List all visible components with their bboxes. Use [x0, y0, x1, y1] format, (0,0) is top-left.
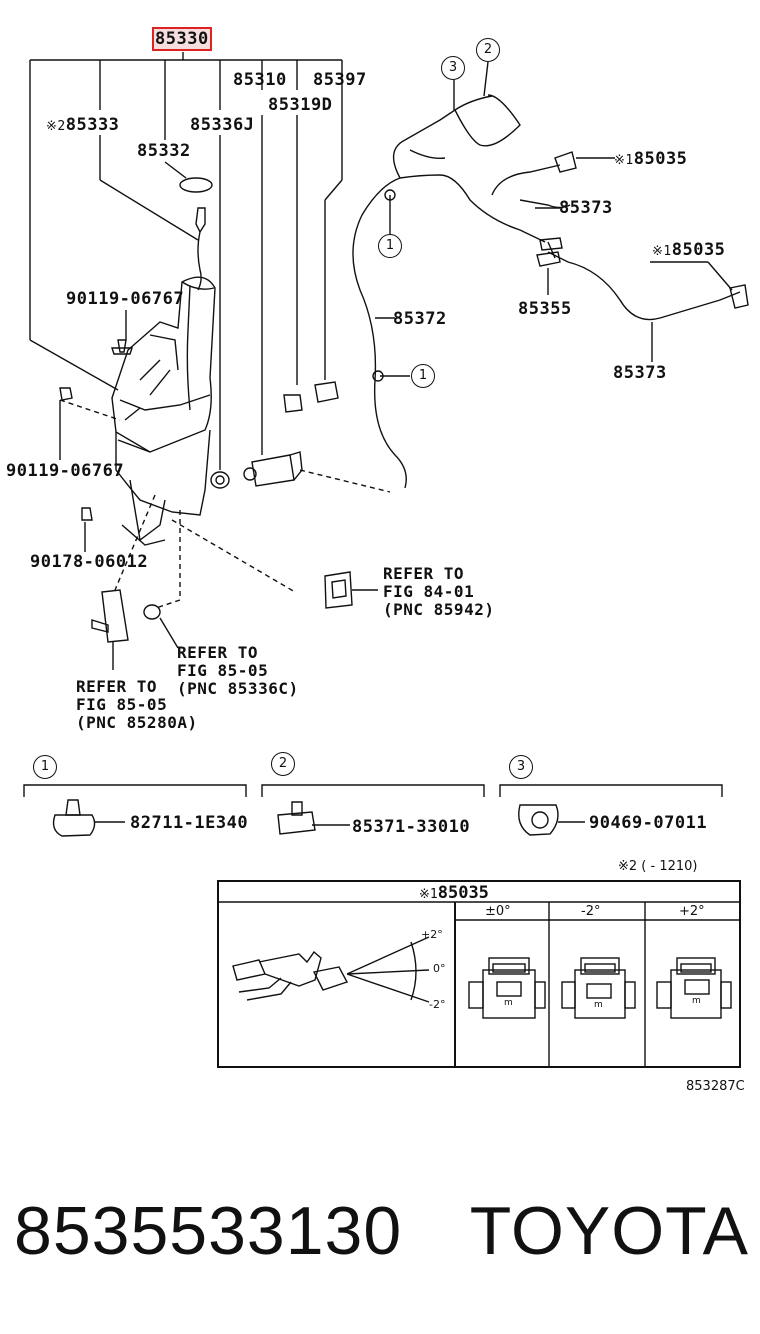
col-plus2deg: +2°: [679, 904, 705, 919]
footer: 8535533130 TOYOTA: [14, 1192, 749, 1272]
col-0deg: ±0°: [485, 904, 511, 919]
parts-diagram: 85330 ※285333 85332 85336J 85310 85397 8…: [6, 27, 749, 1094]
angle-plus2: +2°: [421, 928, 443, 941]
part-number: 8535533130: [14, 1193, 403, 1269]
part-85373-top[interactable]: 85373: [559, 198, 613, 218]
note-2: ※2 ( - 1210): [618, 859, 698, 874]
angle-minus2: -2°: [429, 998, 446, 1011]
col-minus2deg: -2°: [581, 904, 601, 919]
connector-mark-minus2: m: [594, 1000, 603, 1010]
nozzle-angle-table: ※185035 ±0° -2° +2° +2° 0° -2° m m m: [217, 880, 741, 1068]
part-85397[interactable]: 85397: [313, 70, 367, 90]
part-85336J[interactable]: 85336J: [190, 115, 255, 135]
part-90119-top[interactable]: 90119-06767: [66, 289, 185, 309]
part-85332[interactable]: 85332: [137, 141, 191, 161]
part-85333[interactable]: ※285333: [46, 115, 120, 135]
callout-3: 3: [441, 56, 465, 80]
part-85355[interactable]: 85355: [518, 299, 572, 319]
callout-2: 2: [476, 38, 500, 62]
connector-mark-0: m: [504, 998, 513, 1008]
figure-code: 853287C: [686, 1079, 745, 1094]
diagram-lines: [23, 52, 749, 837]
part-85310[interactable]: 85310: [233, 70, 287, 90]
table-title: ※185035: [419, 883, 489, 903]
callout-1-lower: 1: [411, 364, 435, 388]
legend-2-part[interactable]: 85371-33010: [352, 817, 471, 837]
part-85372[interactable]: 85372: [393, 309, 447, 329]
legend-3-part[interactable]: 90469-07011: [589, 813, 708, 833]
part-90119-left[interactable]: 90119-06767: [6, 461, 125, 481]
legend-2-number: 2: [271, 752, 295, 776]
brand-name: TOYOTA: [469, 1193, 749, 1269]
part-90178[interactable]: 90178-06012: [30, 552, 149, 572]
part-85319D[interactable]: 85319D: [268, 95, 333, 115]
connector-mark-plus2: m: [692, 996, 701, 1006]
part-85330[interactable]: 85330: [152, 27, 212, 51]
callout-1-upper: 1: [378, 234, 402, 258]
legend-3-number: 3: [509, 755, 533, 779]
angle-0: 0°: [433, 962, 446, 975]
legend-1-part[interactable]: 82711-1E340: [130, 813, 249, 833]
table-grid: [219, 901, 739, 1066]
part-85035-right[interactable]: ※185035: [652, 240, 726, 260]
legend-1-number: 1: [33, 755, 57, 779]
part-85035-top[interactable]: ※185035: [614, 149, 688, 169]
part-85373-bottom[interactable]: 85373: [613, 363, 667, 383]
